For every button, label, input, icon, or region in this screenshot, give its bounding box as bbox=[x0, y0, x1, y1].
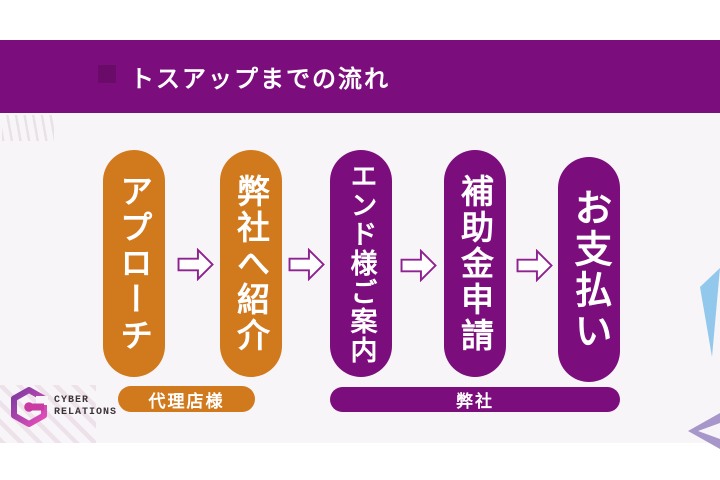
logo-text: CYBER RELATIONS bbox=[54, 395, 117, 420]
flow-step-pill-1: アプローチ bbox=[103, 150, 165, 377]
flow-step-label: お支払い bbox=[568, 187, 610, 352]
logo-line1: CYBER bbox=[54, 394, 90, 406]
cyber-relations-logo: CYBER RELATIONS bbox=[10, 387, 117, 427]
logo-line2: RELATIONS bbox=[54, 407, 118, 418]
hexagon-logo-icon bbox=[11, 387, 48, 427]
content-area: アプローチ 弊社へ紹介 エンド様ご案内 補助金申請 お支払い 代理店様 弊社 bbox=[0, 113, 720, 449]
arrow-right-icon bbox=[177, 248, 214, 281]
title-accent-square bbox=[98, 65, 116, 83]
flow-step-label: 弊社へ紹介 bbox=[232, 173, 270, 354]
stripes-decoration-top-left bbox=[2, 115, 54, 141]
arrow-right-icon bbox=[288, 248, 325, 281]
title-bar: トスアップまでの流れ bbox=[0, 40, 720, 113]
flow-step-label: アプローチ bbox=[115, 173, 153, 354]
flow-step-label: エンド様ご案内 bbox=[346, 162, 377, 365]
company-group-label: 弊社 bbox=[330, 387, 620, 412]
arrow-right-icon bbox=[516, 249, 553, 282]
lavender-chevron-decoration bbox=[688, 413, 720, 449]
flow-step-pill-3: エンド様ご案内 bbox=[330, 150, 392, 377]
flow-step-label: 補助金申請 bbox=[456, 173, 494, 354]
agency-group-label: 代理店様 bbox=[118, 386, 255, 412]
arrow-right-icon bbox=[400, 249, 437, 282]
blue-triangle-decoration bbox=[700, 268, 720, 357]
flow-step-pill-4: 補助金申請 bbox=[444, 150, 506, 377]
flow-step-pill-2: 弊社へ紹介 bbox=[220, 150, 282, 377]
slide-title: トスアップまでの流れ bbox=[130, 66, 390, 93]
flow-step-pill-5: お支払い bbox=[558, 157, 620, 382]
